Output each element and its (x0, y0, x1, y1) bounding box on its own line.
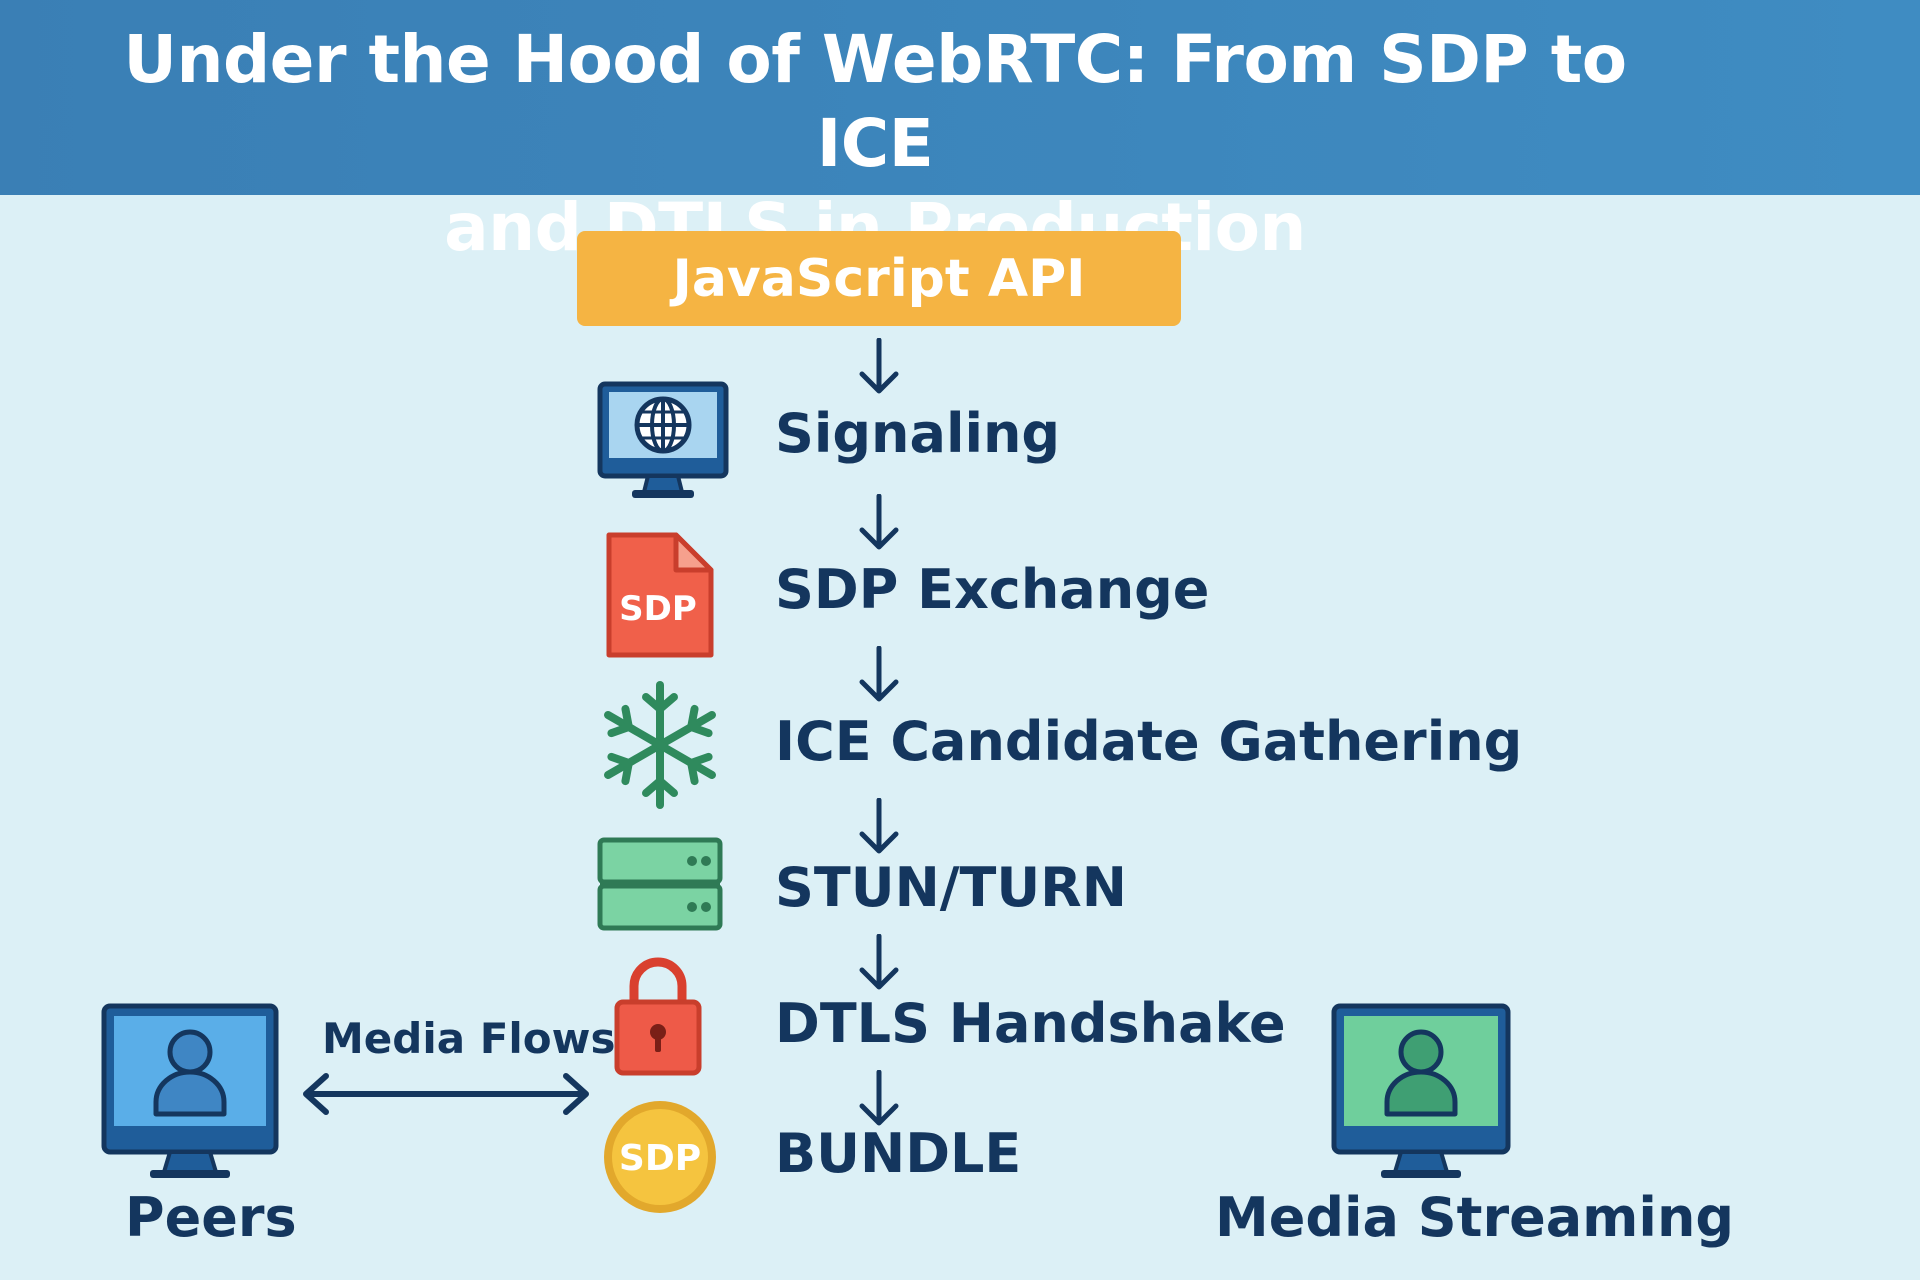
step-label-sdp-exchange: SDP Exchange (775, 558, 1210, 621)
down-arrow-icon (859, 798, 899, 854)
padlock-icon (614, 957, 702, 1076)
snowflake-icon (604, 681, 716, 809)
javascript-api-box: JavaScript API (577, 231, 1181, 326)
sdp-file-text: SDP (619, 589, 697, 629)
globe-monitor-icon (597, 381, 729, 498)
sdp-coin-text: SDP (619, 1138, 701, 1179)
media-flows-label: Media Flows (322, 1014, 616, 1063)
peers-monitor-icon (101, 1003, 279, 1178)
streaming-monitor-icon (1331, 1003, 1511, 1178)
media-streaming-label: Media Streaming (1215, 1186, 1735, 1249)
sdp-coin-icon: SDP (604, 1101, 716, 1213)
down-arrow-icon (859, 338, 899, 394)
title-line-1: Under the Hood of WebRTC: From SDP to IC… (123, 21, 1627, 182)
step-label-stun-turn: STUN/TURN (775, 856, 1127, 919)
peers-label: Peers (125, 1186, 297, 1249)
step-label-bundle: BUNDLE (775, 1122, 1022, 1185)
step-label-signaling: Signaling (775, 402, 1061, 465)
server-icon (597, 837, 723, 931)
header-banner: Under the Hood of WebRTC: From SDP to IC… (0, 0, 1920, 266)
step-label-ice-candidate-gathering: ICE Candidate Gathering (775, 710, 1523, 773)
step-label-dtls-handshake: DTLS Handshake (775, 992, 1286, 1055)
sdp-file-icon: SDP (606, 532, 714, 658)
bidirectional-arrow-icon (303, 1073, 589, 1115)
down-arrow-icon (859, 934, 899, 990)
down-arrow-icon (859, 494, 899, 550)
javascript-api-label: JavaScript API (672, 248, 1086, 309)
down-arrow-icon (859, 646, 899, 702)
down-arrow-icon (859, 1070, 899, 1126)
